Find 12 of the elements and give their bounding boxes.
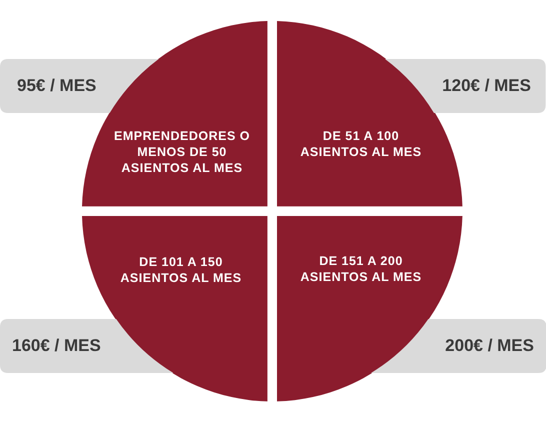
price-label: 95€ / MES [17, 76, 96, 96]
price-label: 200€ / MES [445, 336, 534, 356]
price-tab [0, 59, 159, 113]
price-tab [370, 319, 546, 373]
segment-label: DE 101 A 150 ASIENTOS AL MES [119, 254, 243, 286]
price-label: 160€ / MES [12, 336, 101, 356]
segment-label: EMPRENDEDORES O MENOS DE 50 ASIENTOS AL MES [112, 128, 251, 176]
segment-label: DE 51 A 100 ASIENTOS AL MES [299, 128, 423, 160]
price-label: 120€ / MES [442, 76, 531, 96]
segment-label: DE 151 A 200 ASIENTOS AL MES [299, 253, 423, 285]
price-tab [0, 319, 174, 373]
price-tab [385, 59, 546, 113]
